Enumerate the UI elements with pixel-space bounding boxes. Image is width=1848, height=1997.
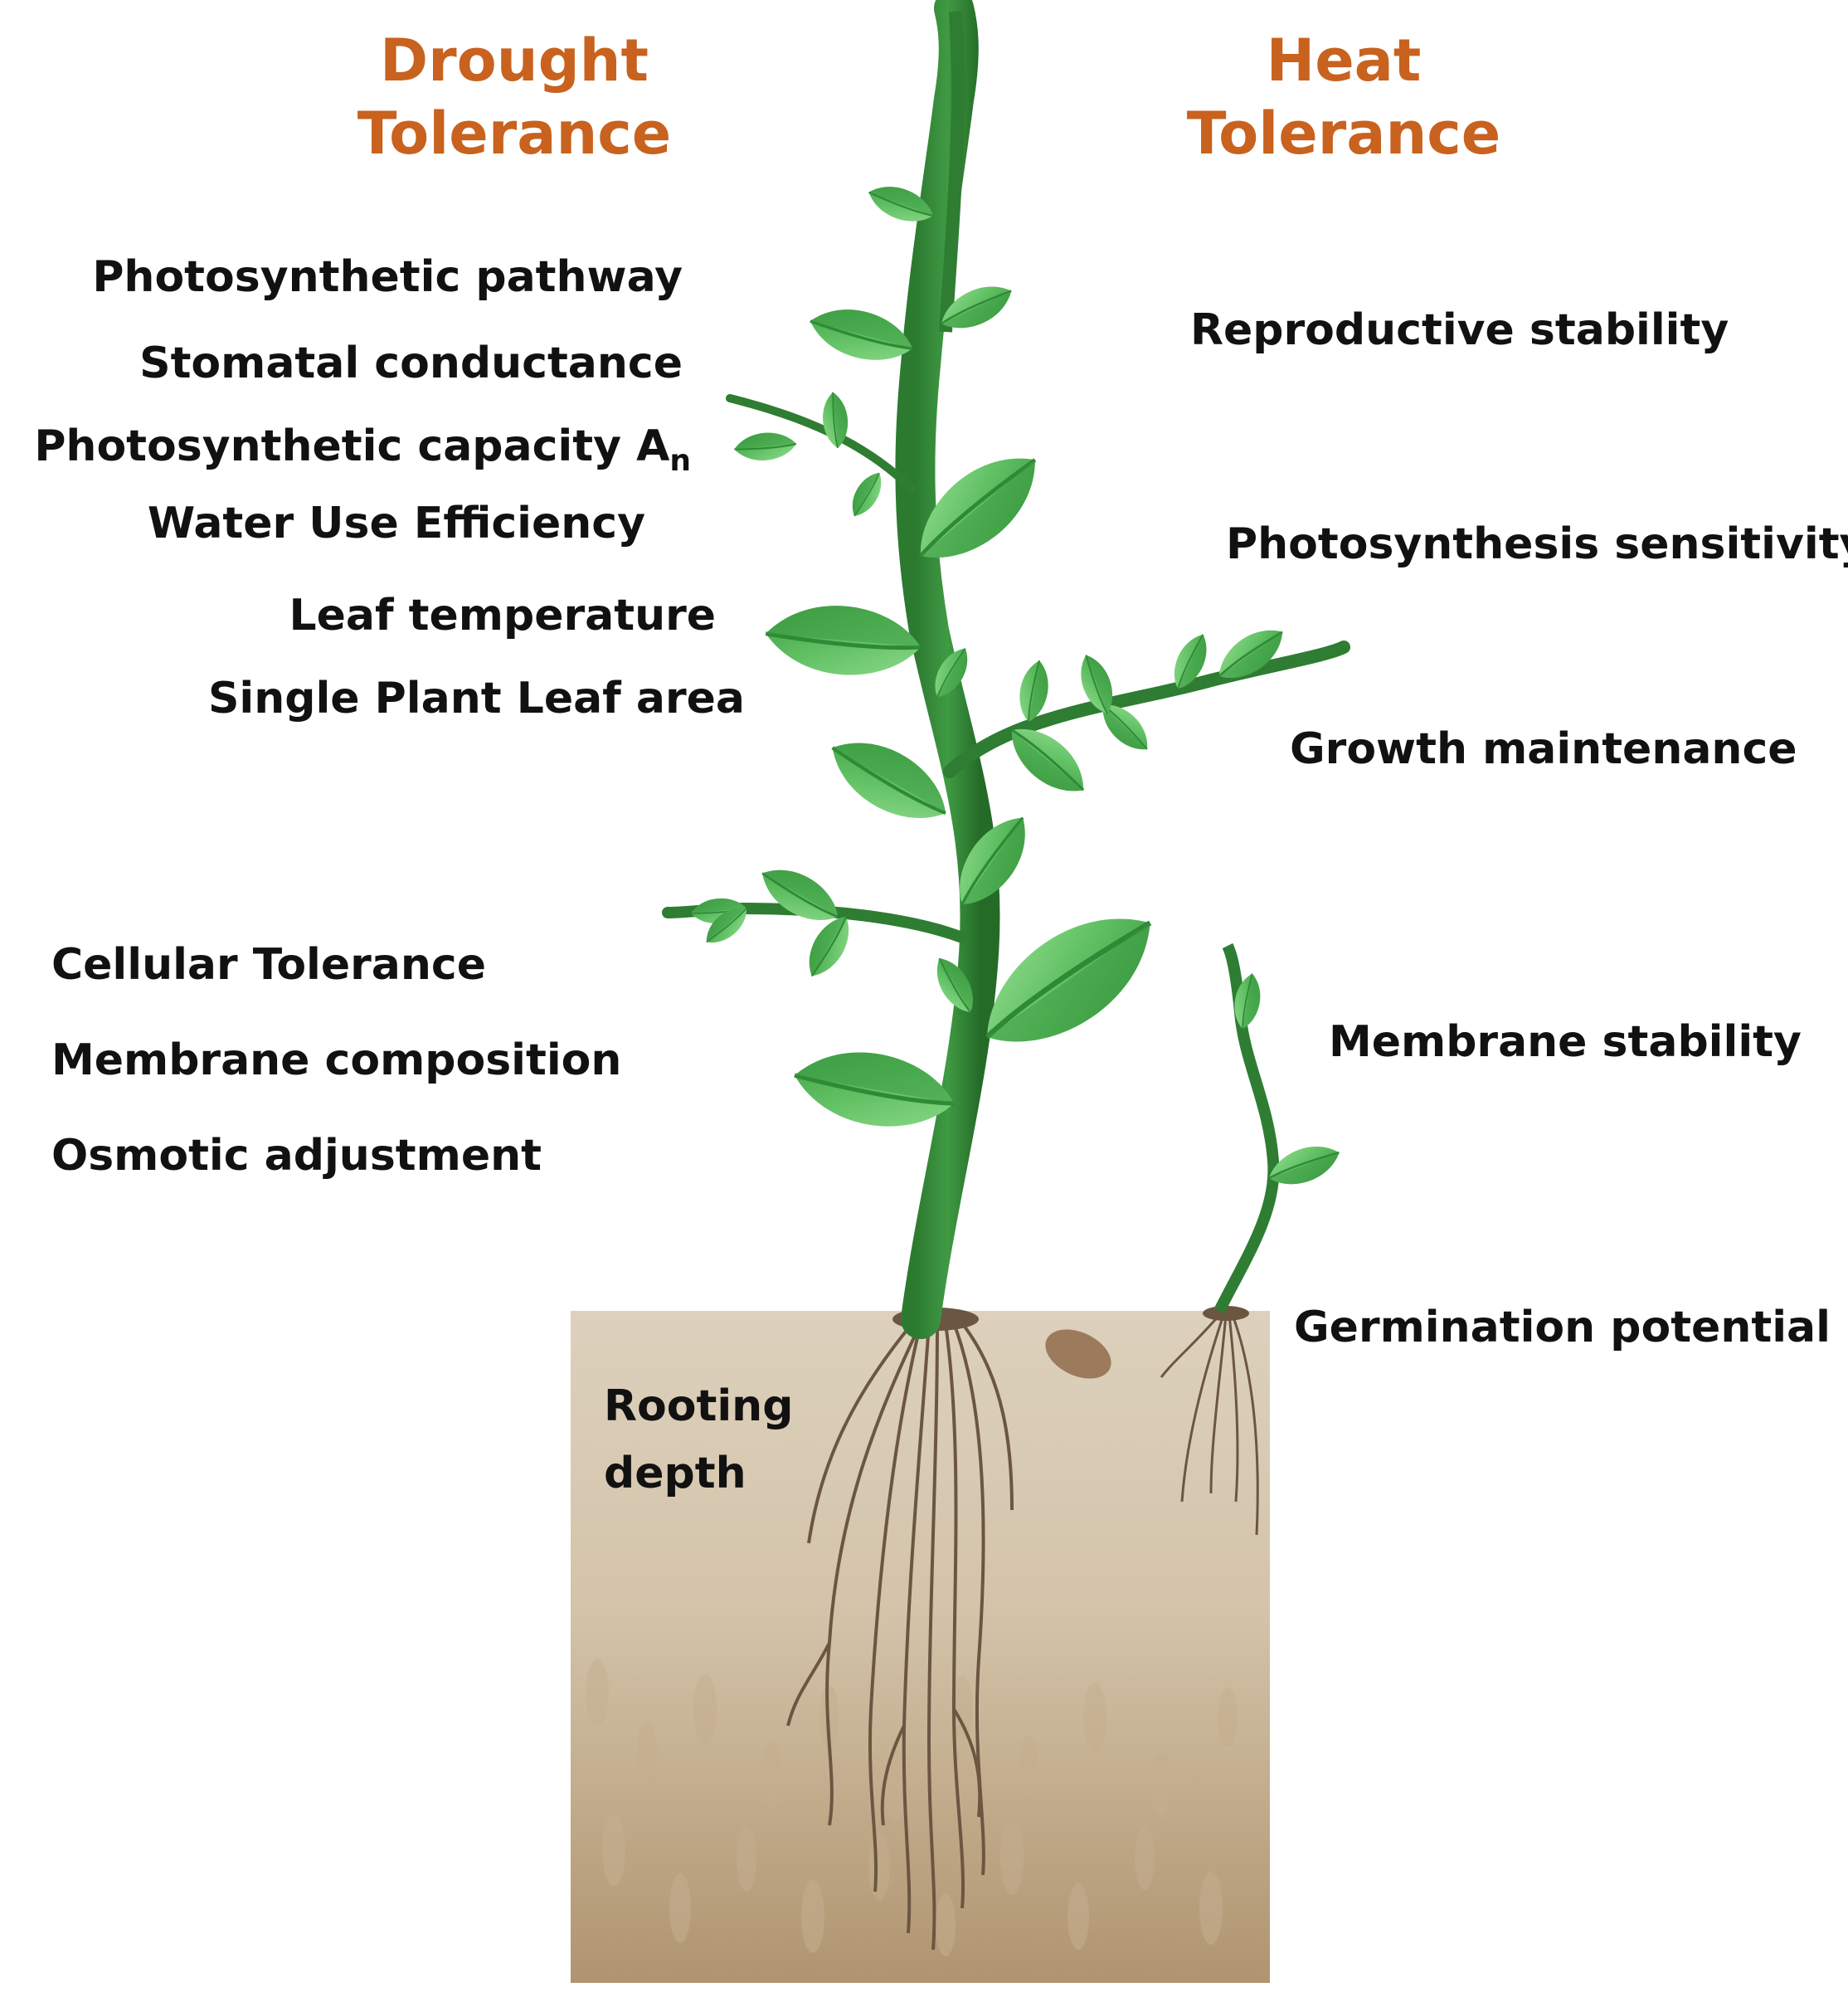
seedling-roots xyxy=(1160,1314,1259,1536)
seed-icon xyxy=(1045,1329,1111,1379)
label-rooting-depth: Rooting depth xyxy=(604,1373,793,1507)
label-osmotic-adjustment: Osmotic adjustment xyxy=(51,1131,542,1181)
label-germination-potential: Germination potential xyxy=(1294,1303,1831,1352)
seedling-stem xyxy=(1213,942,1280,1314)
label-water-use-efficiency: Water Use Efficiency xyxy=(147,499,645,548)
heat-heading-line-2: Tolerance xyxy=(1186,99,1501,168)
label-leaf-temperature: Leaf temperature xyxy=(289,591,716,641)
photosynthetic-capacity-text: Photosynthetic capacity A xyxy=(34,421,670,471)
heat-heading-line-1: Heat xyxy=(1266,27,1422,95)
label-growth-maintenance: Growth maintenance xyxy=(1290,724,1797,774)
label-cellular-tolerance: Cellular Tolerance xyxy=(51,940,486,990)
rooting-depth-line-1: Rooting xyxy=(604,1381,794,1431)
label-membrane-composition: Membrane composition xyxy=(51,1035,622,1085)
heat-tolerance-heading: Heat Tolerance xyxy=(1178,25,1510,170)
drought-heading-line-2: Tolerance xyxy=(357,99,672,168)
label-reproductive-stability: Reproductive stability xyxy=(1190,305,1729,355)
label-photosynthetic-capacity: Photosynthetic capacity An xyxy=(34,425,691,476)
drought-tolerance-heading: Drought Tolerance xyxy=(348,25,680,170)
label-photosynthetic-pathway: Photosynthetic pathway xyxy=(92,252,683,302)
main-stem xyxy=(895,0,1000,1339)
rooting-depth-line-2: depth xyxy=(604,1448,746,1498)
drought-heading-line-1: Drought xyxy=(380,27,649,95)
label-single-plant-leaf-area: Single Plant Leaf area xyxy=(207,674,745,723)
main-roots xyxy=(786,1322,1014,1951)
soil-texture xyxy=(586,1659,1238,1956)
label-photosynthesis-sensitivity: Photosynthesis sensitivity xyxy=(1226,519,1848,569)
label-stomatal-conductance: Stomatal conductance xyxy=(139,339,683,388)
photosynthetic-capacity-subscript: n xyxy=(669,444,691,478)
label-membrane-stability: Membrane stability xyxy=(1329,1017,1802,1067)
